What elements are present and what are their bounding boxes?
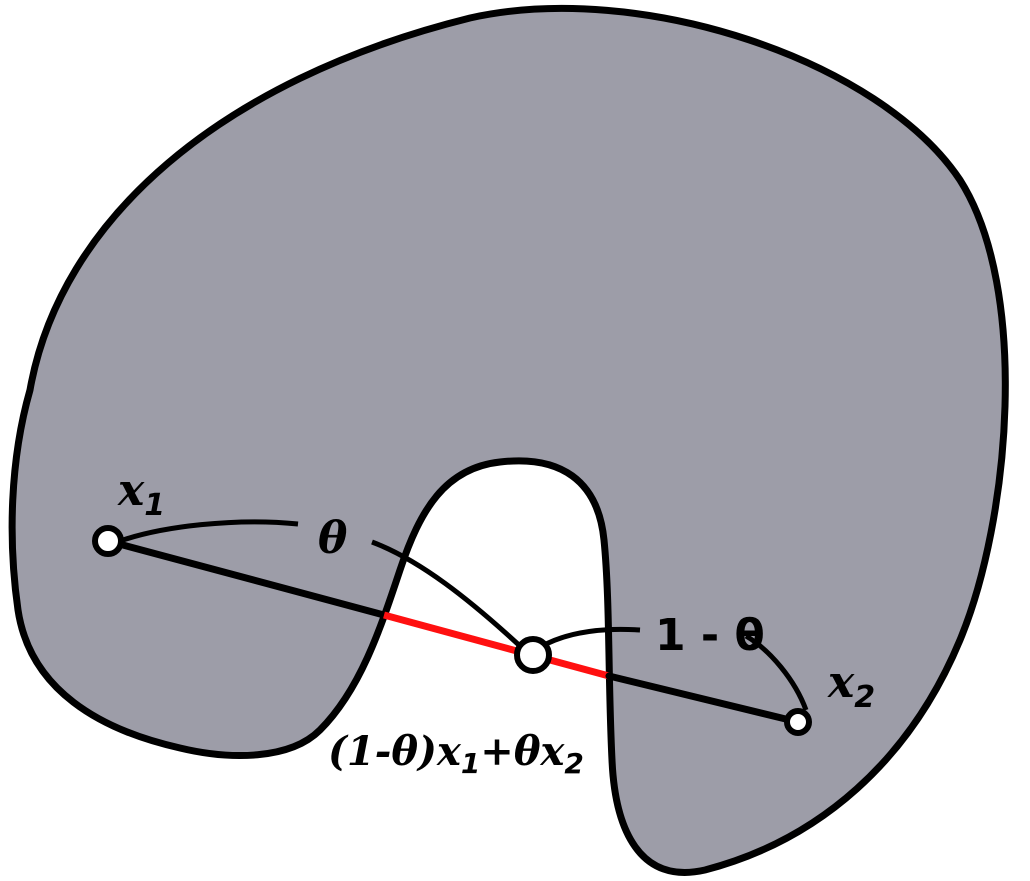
segment-inside-left bbox=[104, 537, 388, 619]
label-combo-sub1: 1 bbox=[461, 747, 480, 780]
point-x2 bbox=[784, 708, 812, 736]
point-combination bbox=[514, 636, 552, 674]
label-x2: x2 bbox=[827, 657, 875, 715]
point-x1 bbox=[92, 525, 124, 557]
label-x1-main: x bbox=[117, 465, 145, 516]
label-combo-sub2: 2 bbox=[564, 747, 583, 780]
leader-theta bbox=[111, 519, 299, 547]
segment-outside-set bbox=[383, 611, 610, 680]
label-convex-combination: (1-θ)x1+θx2 bbox=[328, 728, 584, 780]
label-one-minus-theta: 1 - θ bbox=[655, 610, 765, 661]
leader-one-minus-theta bbox=[544, 626, 641, 647]
label-x2-main: x bbox=[827, 657, 855, 708]
label-combo-mid: +θx bbox=[480, 728, 565, 775]
label-theta: θ bbox=[318, 513, 348, 564]
label-x1: x1 bbox=[117, 465, 165, 523]
leader-theta-to-point bbox=[371, 539, 522, 648]
leader-one-minus-theta-to-x2 bbox=[744, 633, 809, 711]
nonconvex-set-region bbox=[8, 4, 1009, 876]
label-x1-sub: 1 bbox=[144, 488, 165, 523]
label-x2-sub: 2 bbox=[854, 680, 875, 715]
label-combo-main: (1-θ)x bbox=[328, 728, 462, 775]
segment-inside-right bbox=[605, 672, 802, 726]
